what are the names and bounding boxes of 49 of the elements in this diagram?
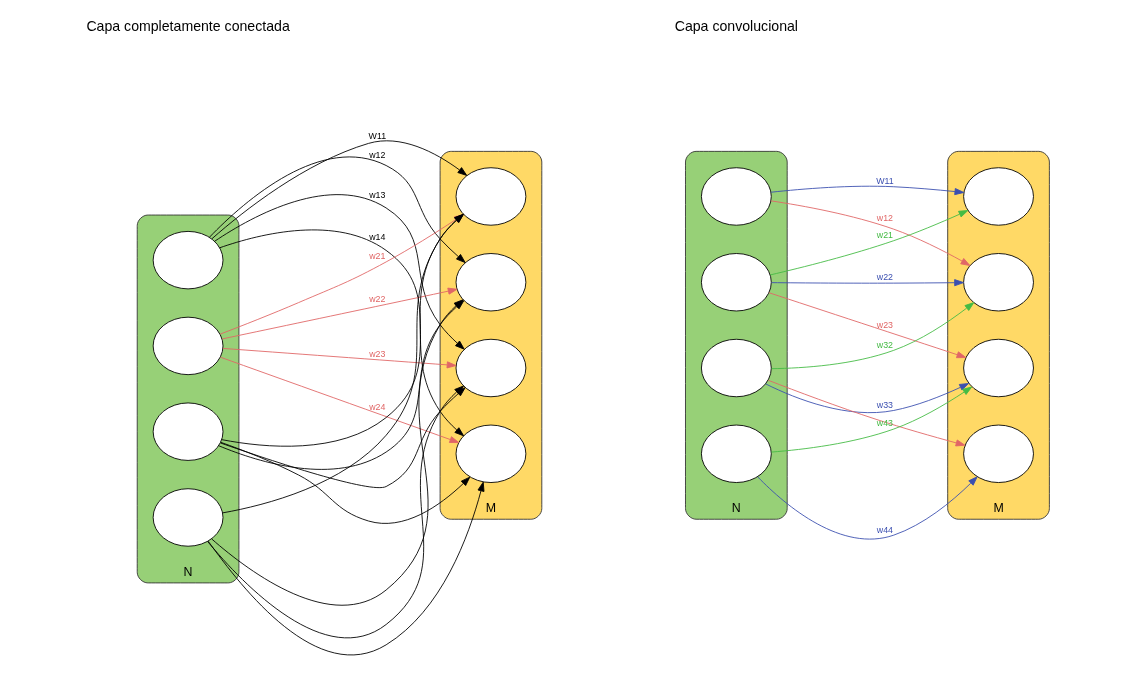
node-circle — [963, 424, 1034, 483]
arrow — [768, 292, 967, 359]
cluster: N — [136, 214, 240, 584]
node-circle — [700, 167, 772, 226]
arrow — [220, 441, 471, 524]
arrow — [770, 386, 973, 453]
cluster: M — [947, 150, 1050, 520]
arrow — [767, 379, 966, 447]
node-circle — [152, 488, 224, 547]
edge-label: w21 — [876, 230, 894, 241]
cluster: N — [685, 150, 788, 520]
label: Capa completamente conectada — [86, 17, 290, 34]
edge-label: w24 — [369, 401, 386, 412]
arrow — [757, 476, 978, 540]
edge-label: w23 — [369, 349, 386, 360]
arrow — [222, 347, 457, 369]
edge-label: w43 — [876, 418, 894, 429]
node-circle — [963, 167, 1034, 226]
arrow — [765, 383, 970, 414]
arrow — [769, 210, 969, 276]
edge-label: w14 — [369, 231, 386, 242]
node-circle — [700, 424, 772, 483]
edge-label: w22 — [876, 272, 894, 283]
arrow — [211, 140, 468, 240]
edge-label: W11 — [876, 176, 894, 187]
edge-label: w13 — [369, 190, 386, 201]
node-circle — [700, 338, 772, 398]
arrow — [770, 200, 971, 266]
arrow — [219, 356, 460, 443]
arrow — [221, 287, 458, 340]
edge-label: W11 — [368, 130, 387, 141]
edge-label: w21 — [369, 251, 386, 262]
node-circle — [152, 230, 224, 290]
edge-label: w22 — [369, 293, 386, 304]
arrow — [770, 185, 965, 196]
arrow — [771, 302, 975, 370]
arrow — [207, 481, 485, 656]
arrow — [770, 279, 964, 287]
edge-label: w33 — [876, 399, 894, 410]
label: Capa convolucional — [674, 17, 798, 34]
cluster: M — [439, 150, 543, 520]
edge-label: w12 — [369, 149, 386, 160]
node-circle — [152, 316, 224, 376]
edge-label: w23 — [876, 320, 894, 331]
edge-label: w12 — [876, 213, 894, 224]
node-circle — [152, 402, 224, 461]
node-circle — [700, 253, 772, 312]
edge-label: w44 — [876, 524, 894, 535]
edge-label: w32 — [876, 339, 894, 350]
